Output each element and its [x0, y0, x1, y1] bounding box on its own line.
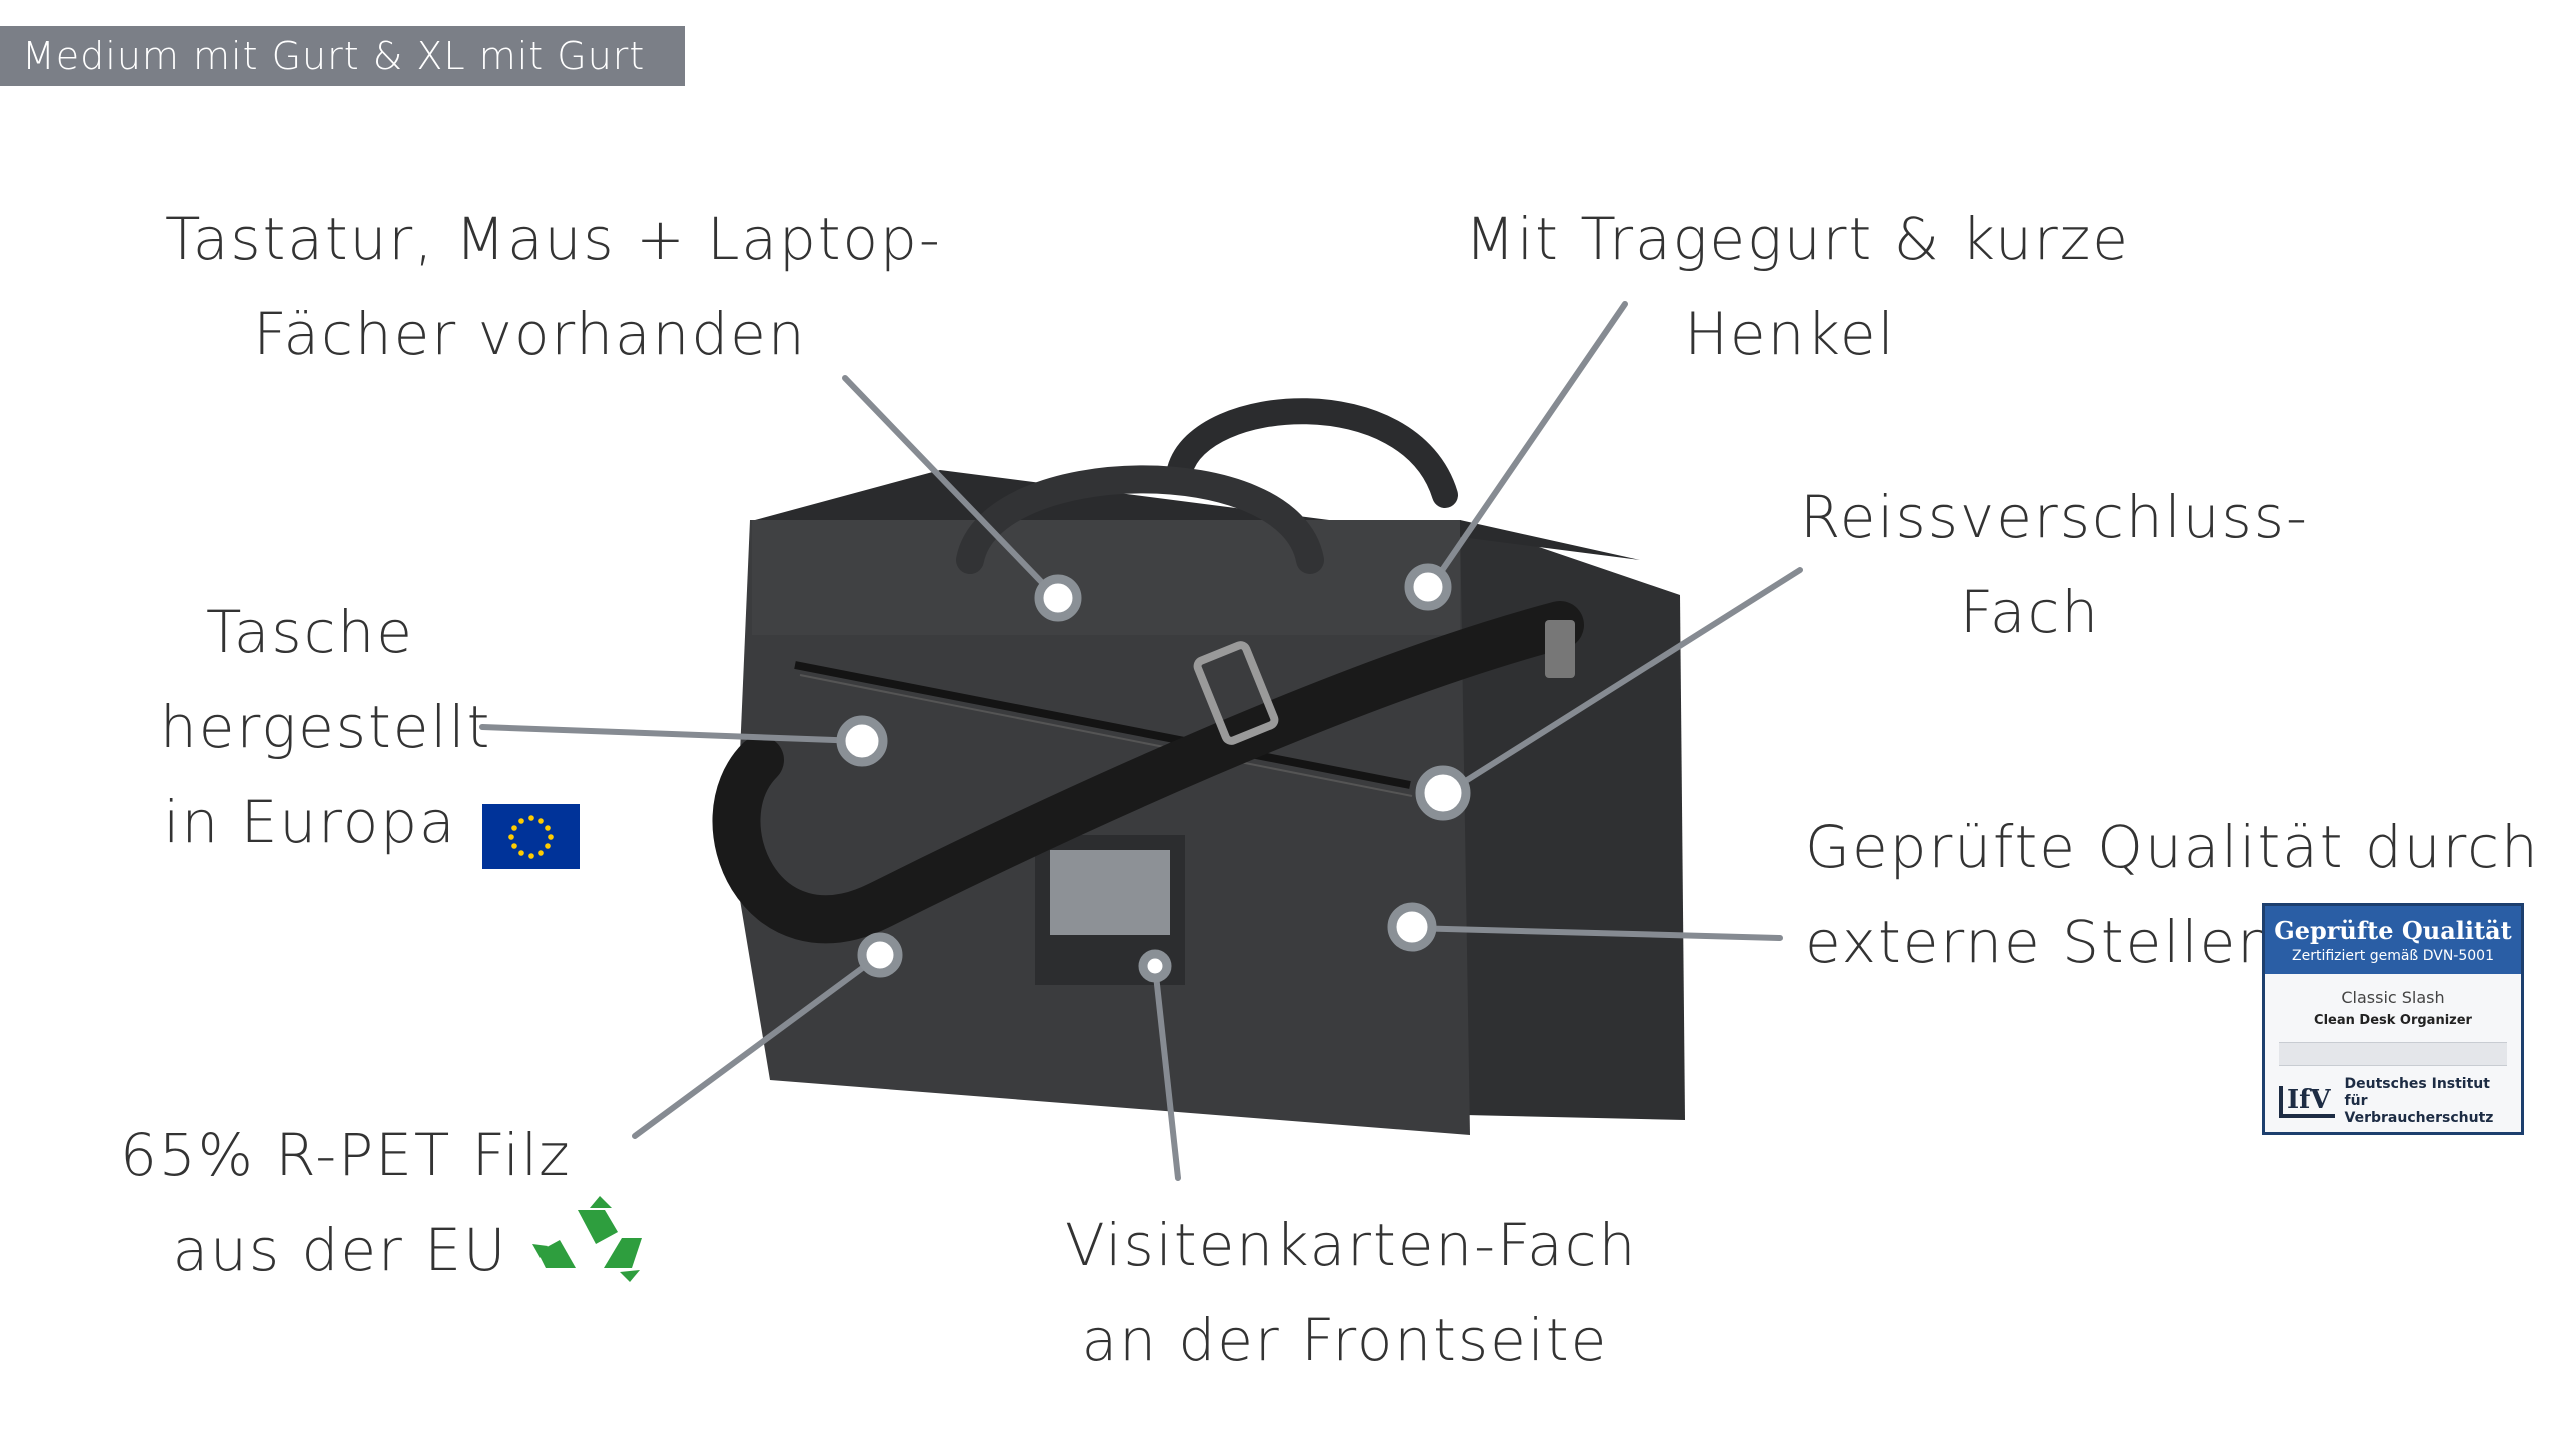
marker-card-slot — [1138, 949, 1172, 983]
bag-side-panel — [1460, 520, 1685, 1120]
front-handle — [956, 465, 1324, 574]
seal-product: Classic Slash — [2341, 988, 2445, 1007]
seal-category: Clean Desk Organizer — [2314, 1013, 2472, 1028]
seal-footer: IfV Deutsches Institut für Verbrauchersc… — [2265, 1066, 2521, 1127]
marker-strap — [1404, 563, 1452, 611]
callout-card-slot: Visitenkarten-Fach an der Frontseite — [1065, 1211, 1638, 1374]
bag-top-band — [752, 520, 1460, 635]
back-handle — [1167, 398, 1458, 508]
leader-compartments — [842, 375, 1058, 599]
shoulder-strap — [712, 601, 1584, 944]
bag-opening — [755, 470, 1640, 560]
recycle-icon — [532, 1196, 642, 1282]
zipper-line — [794, 661, 1411, 789]
zipper-edge — [799, 674, 1413, 797]
leader-made-in — [479, 724, 865, 744]
marker-zipper — [1415, 765, 1471, 821]
marker-material — [857, 932, 903, 978]
seal-fineprint — [2279, 1042, 2507, 1066]
marker-compartments — [1034, 574, 1082, 622]
leader-quality — [1407, 925, 1783, 941]
seal-body: Classic Slash Clean Desk Organizer — [2265, 974, 2521, 1066]
seal-header: Geprüfte Qualität Zertifiziert gemäß DVN… — [2265, 906, 2521, 974]
callout-quality: Geprüfte Qualität durch externe Stellen — [1805, 813, 2540, 976]
leader-card-slot — [1152, 963, 1181, 1181]
variant-badge: Medium mit Gurt & XL mit Gurt — [0, 26, 685, 86]
leader-zipper — [1442, 567, 1803, 797]
marker-quality — [1387, 902, 1437, 952]
seal-subtitle: Zertifiziert gemäß DVN-5001 — [2292, 948, 2494, 964]
ifv-logo-icon: IfV — [2279, 1085, 2335, 1118]
callout-strap: Mit Tragegurt & kurze Henkel — [1465, 205, 2130, 368]
seal-title: Geprüfte Qualität — [2274, 916, 2512, 945]
bag-front-panel — [735, 520, 1470, 1135]
callout-compartments: Tastatur, Maus + Laptop- Fächer vorhande… — [165, 205, 942, 368]
eu-flag-icon — [482, 804, 580, 869]
quality-seal: Geprüfte Qualität Zertifiziert gemäß DVN… — [2262, 903, 2524, 1135]
callout-zipper: Reissverschluss- Fach — [1800, 483, 2309, 646]
marker-made-in — [836, 715, 888, 767]
card-slot-window — [1050, 850, 1170, 935]
strap-clip — [1545, 620, 1575, 678]
callout-made-in: Tasche hergestellt in Europa — [160, 598, 492, 856]
seal-institute: Deutsches Institut für Verbraucherschutz — [2344, 1076, 2494, 1126]
leader-strap — [1429, 301, 1628, 588]
leader-material — [632, 952, 883, 1139]
strap-buckle — [1193, 641, 1279, 745]
callout-material: 65% R-PET Filz aus der EU — [120, 1121, 572, 1284]
